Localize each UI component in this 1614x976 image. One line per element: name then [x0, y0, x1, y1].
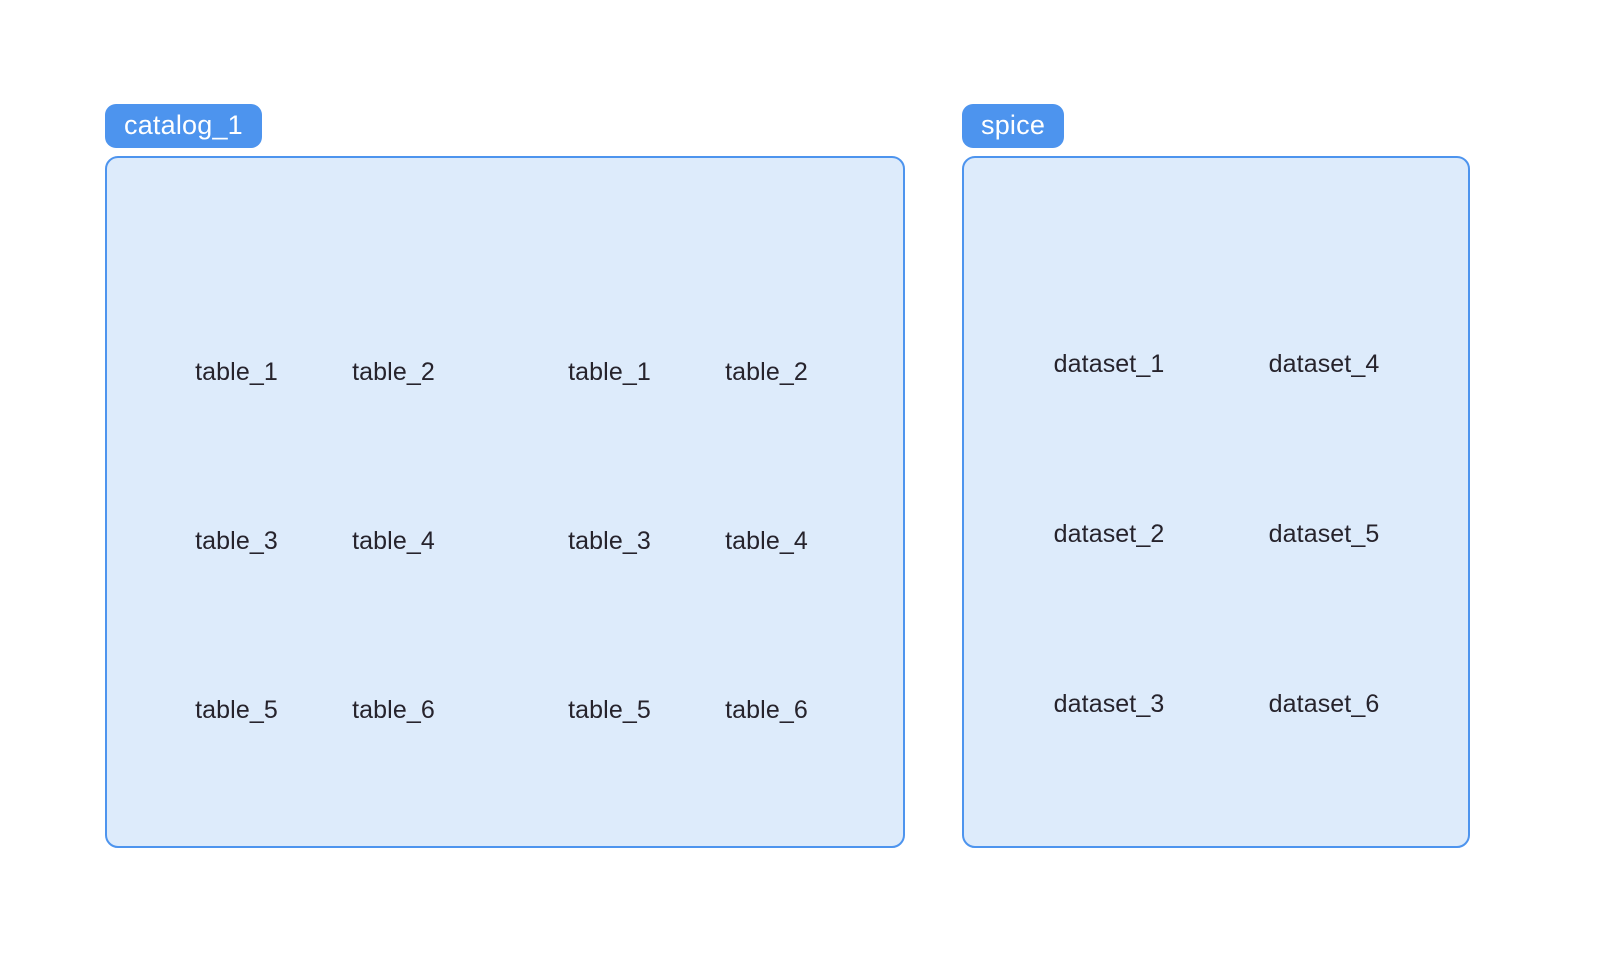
group-badge-catalog-1[interactable]: catalog_1: [105, 104, 262, 149]
cylinder-label: table_3: [568, 527, 651, 555]
group-spice: spice public dataset_1 dataset: [962, 104, 1470, 848]
group-badge-spice[interactable]: spice: [962, 104, 1065, 149]
cylinder-label: dataset_6: [1268, 690, 1380, 718]
cylinder-label: table_5: [568, 696, 651, 724]
cylinder-label: table_6: [352, 696, 435, 724]
group-catalog-1: catalog_1 schema_1 table_1 tab: [105, 104, 905, 848]
cylinder-label: dataset_2: [1053, 520, 1165, 548]
cylinder-label: table_4: [352, 527, 435, 555]
cylinder-label: dataset_5: [1268, 520, 1380, 548]
cylinder-label: table_5: [195, 696, 278, 724]
cylinder-label: table_1: [568, 358, 651, 386]
cylinder-label: table_4: [725, 527, 808, 555]
cylinder-label: table_6: [725, 696, 808, 724]
cylinder-label: table_2: [352, 358, 435, 386]
cylinder-label: table_2: [725, 358, 808, 386]
group-box-catalog-1: [105, 156, 905, 848]
cylinder-label: dataset_4: [1268, 350, 1380, 378]
cylinder-label: dataset_1: [1053, 350, 1165, 378]
cylinder-label: table_3: [195, 527, 278, 555]
cylinder-label: dataset_3: [1053, 690, 1165, 718]
group-box-spice: [962, 156, 1470, 848]
cylinder-label: table_1: [195, 358, 278, 386]
